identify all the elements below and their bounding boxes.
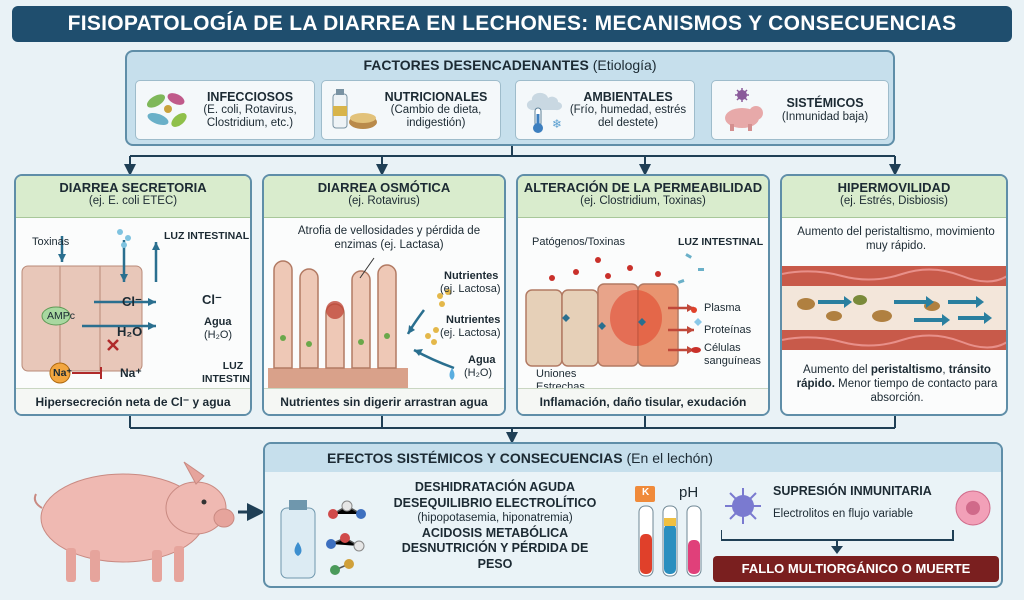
label-luz2a: LUZ: [222, 360, 244, 372]
label-proteinas: Proteínas: [704, 324, 752, 336]
effects-heading: EFECTOS SISTÉMICOS Y CONSECUENCIAS: [327, 450, 623, 466]
effects-panel: EFECTOS SISTÉMICOS Y CONSECUENCIAS (En e…: [263, 442, 1003, 588]
panel-footer: Nutrientes sin digerir arrastran agua: [264, 388, 504, 414]
thermometer-icon: ❄: [526, 92, 563, 133]
label-nutrientes-1-sub: (ej. Lactosa): [440, 283, 501, 295]
factor-nutricionales: NUTRICIONALES(Cambio de dieta, indigesti…: [321, 80, 501, 140]
factor-desc: (Cambio de dieta, indigestión): [390, 103, 482, 130]
factor-infecciosos: INFECCIOSOS(E. coli, Rotavirus, Clostrid…: [135, 80, 315, 140]
test-tubes-icon: [635, 486, 702, 577]
feed-icon: [332, 89, 377, 129]
label-toxinas: Toxinas: [32, 236, 70, 248]
factor-sistemicos: SISTÉMICOS(Inmunidad baja): [711, 80, 889, 140]
dehydration-icons: [280, 500, 366, 579]
panel-permeabilidad: ALTERACIÓN DE LA PERMEABILIDAD(ej. Clost…: [516, 174, 770, 416]
piglet-illustration: [33, 461, 235, 582]
label-agua: Agua: [204, 316, 232, 328]
effects-heading-sub: (En el lechón): [626, 450, 713, 466]
factors-heading-sub: (Etiología): [592, 57, 657, 73]
panel-subtitle: (ej. Clostridium, Toxinas): [580, 195, 706, 207]
permeability-illustration: [525, 253, 704, 367]
factor-title: SISTÉMICOS: [786, 96, 864, 111]
immune-sub: Electrolitos en flujo variable: [773, 508, 913, 520]
label-luz-intestinal: LUZ INTESTINAL: [678, 236, 764, 248]
panel-subtitle: (ej. Rotavirus): [348, 195, 420, 207]
factors-panel: FACTORES DESENCADENANTES (Etiología) INF…: [125, 50, 895, 146]
label-agua-sub: (H₂O): [204, 329, 233, 341]
label-cl: Cl⁻: [122, 294, 142, 309]
svg-text:❄: ❄: [552, 117, 562, 131]
page-title: FISIOPATOLOGÍA DE LA DIARREA EN LECHONES…: [12, 6, 1012, 42]
secretory-illustration: [21, 229, 160, 384]
panel-footer: Hipersecreción neta de Cl⁻ y agua: [16, 388, 250, 414]
factor-ambientales: ❄ AMBIENTALES(Frío, humedad, estrés del …: [515, 80, 695, 140]
label-celulas: Células sanguíneas: [704, 342, 761, 368]
tube-label-k: K: [642, 487, 650, 498]
label-luz-intestinal: LUZ INTESTINAL: [164, 230, 250, 242]
label-agua: Agua: [468, 354, 496, 366]
panel-subtitle: (ej. E. coli ETEC): [88, 195, 178, 207]
label-h2o: H₂O: [117, 324, 143, 339]
factor-title: NUTRICIONALES: [384, 89, 488, 104]
label-patogenos: Patógenos/Toxinas: [532, 236, 625, 248]
piglet-icon: [725, 88, 763, 131]
factor-title: INFECCIOSOS: [206, 89, 294, 104]
panel-diarrea-secretoria: DIARREA SECRETORIA(ej. E. coli ETEC) Tox…: [14, 174, 252, 416]
peristalsis-illustration: [782, 266, 1006, 350]
factor-desc: (Frío, humedad, estrés del destete): [569, 103, 687, 130]
final-outcome-badge: FALLO MULTIORGÁNICO O MUERTE: [713, 556, 999, 582]
panel-hipermovilidad: HIPERMOVILIDAD(ej. Estrés, Disbiosis) Au…: [780, 174, 1008, 416]
panel-title: HIPERMOVILIDAD: [837, 180, 951, 195]
effect-item-sub: (hipopotasemia, hiponatremia): [417, 512, 573, 525]
label-na-in: Na⁺: [120, 366, 142, 380]
label-ampc: AMPc: [47, 310, 76, 322]
panel-title: ALTERACIÓN DE LA PERMEABILIDAD: [523, 180, 763, 195]
factor-desc: (E. coli, Rotavirus, Clostridium, etc.): [203, 103, 297, 130]
label-atrofia: Atrofia de vellosidades y pérdida de enz…: [297, 225, 481, 251]
label-hiper-bottom: Aumento del peristaltismo, tránsito rápi…: [796, 364, 998, 404]
label-hiper-top: Aumento del peristaltismo, movimiento mu…: [797, 226, 995, 252]
label-luz2b: INTESTINAL: [202, 372, 250, 385]
label-agua-sub: (H₂O): [464, 367, 493, 379]
label-na: Na⁺: [53, 367, 72, 379]
label-cl-out: Cl⁻: [202, 292, 222, 307]
panel-subtitle: (ej. Estrés, Disbiosis): [840, 195, 948, 207]
factors-heading: FACTORES DESENCADENANTES: [363, 57, 589, 73]
bacteria-icon: [146, 93, 187, 127]
factor-desc: (Inmunidad baja): [781, 110, 869, 123]
effect-item: DESNUTRICIÓN Y PÉRDIDA DE PESO: [401, 541, 589, 571]
label-nutrientes-2-sub: (ej. Lactosa): [440, 327, 501, 339]
effect-item: DESEQUILIBRIO ELECTROLÍTICO: [393, 495, 597, 510]
villi-illustration: [268, 257, 455, 388]
effects-list: DESHIDRATACIÓN AGUDA DESEQUILIBRIO ELECT…: [385, 480, 605, 573]
effect-item: DESHIDRATACIÓN AGUDA: [414, 480, 576, 494]
immune-title: SUPRESIÓN INMUNITARIA: [773, 484, 932, 498]
label-nutrientes-1: Nutrientes: [444, 270, 499, 282]
label-plasma: Plasma: [704, 302, 741, 314]
tube-label-ph: pH: [679, 484, 699, 501]
immune-illustration: [721, 488, 991, 554]
panel-diarrea-osmotica: DIARREA OSMÓTICA(ej. Rotavirus) Atrofia …: [262, 174, 506, 416]
panel-title: DIARREA OSMÓTICA: [317, 180, 451, 195]
panel-footer: Inflamación, daño tisular, exudación: [518, 388, 768, 414]
effect-item: ACIDOSIS METABÓLICA: [421, 525, 569, 540]
panel-title: DIARREA SECRETORIA: [59, 180, 207, 195]
factor-title: AMBIENTALES: [583, 89, 673, 104]
label-nutrientes-2: Nutrientes: [446, 314, 501, 326]
